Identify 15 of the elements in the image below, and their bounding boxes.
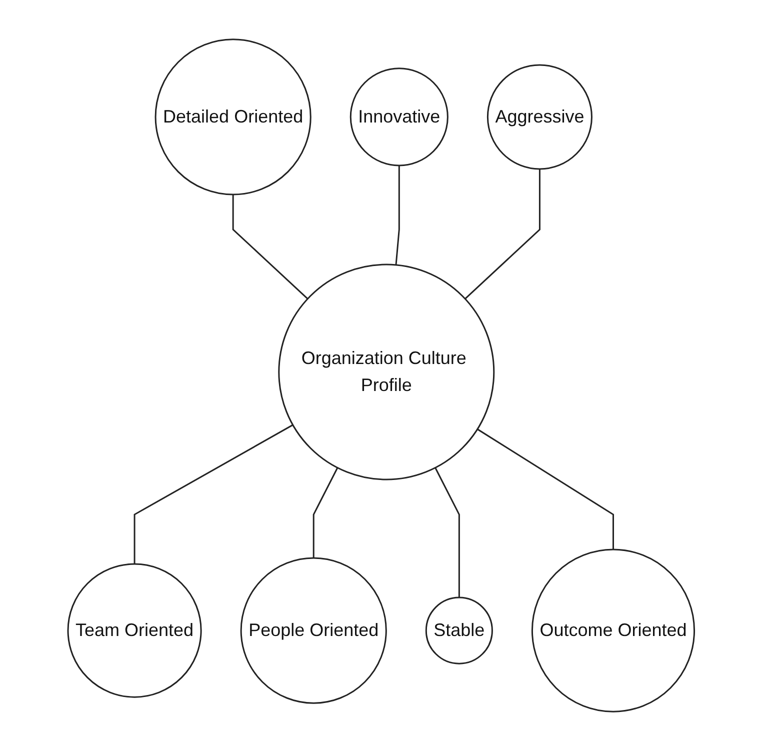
connector: [464, 168, 540, 300]
connector: [476, 428, 614, 550]
node-circle: People Oriented: [240, 557, 387, 704]
connector: [232, 194, 308, 300]
node-circle: Outcome Oriented: [531, 548, 695, 712]
node-circle: Detailed Oriented: [154, 38, 312, 196]
node-circle: Organization Culture Profile: [278, 264, 494, 480]
connector: [134, 424, 294, 564]
connector: [312, 467, 338, 558]
connector: [434, 467, 460, 598]
connector: [395, 166, 400, 265]
node-circle: Team Oriented: [67, 563, 202, 698]
node-circle: Innovative: [350, 68, 448, 166]
node-circle: Stable: [425, 596, 493, 664]
node-circle: Aggressive: [486, 64, 592, 170]
